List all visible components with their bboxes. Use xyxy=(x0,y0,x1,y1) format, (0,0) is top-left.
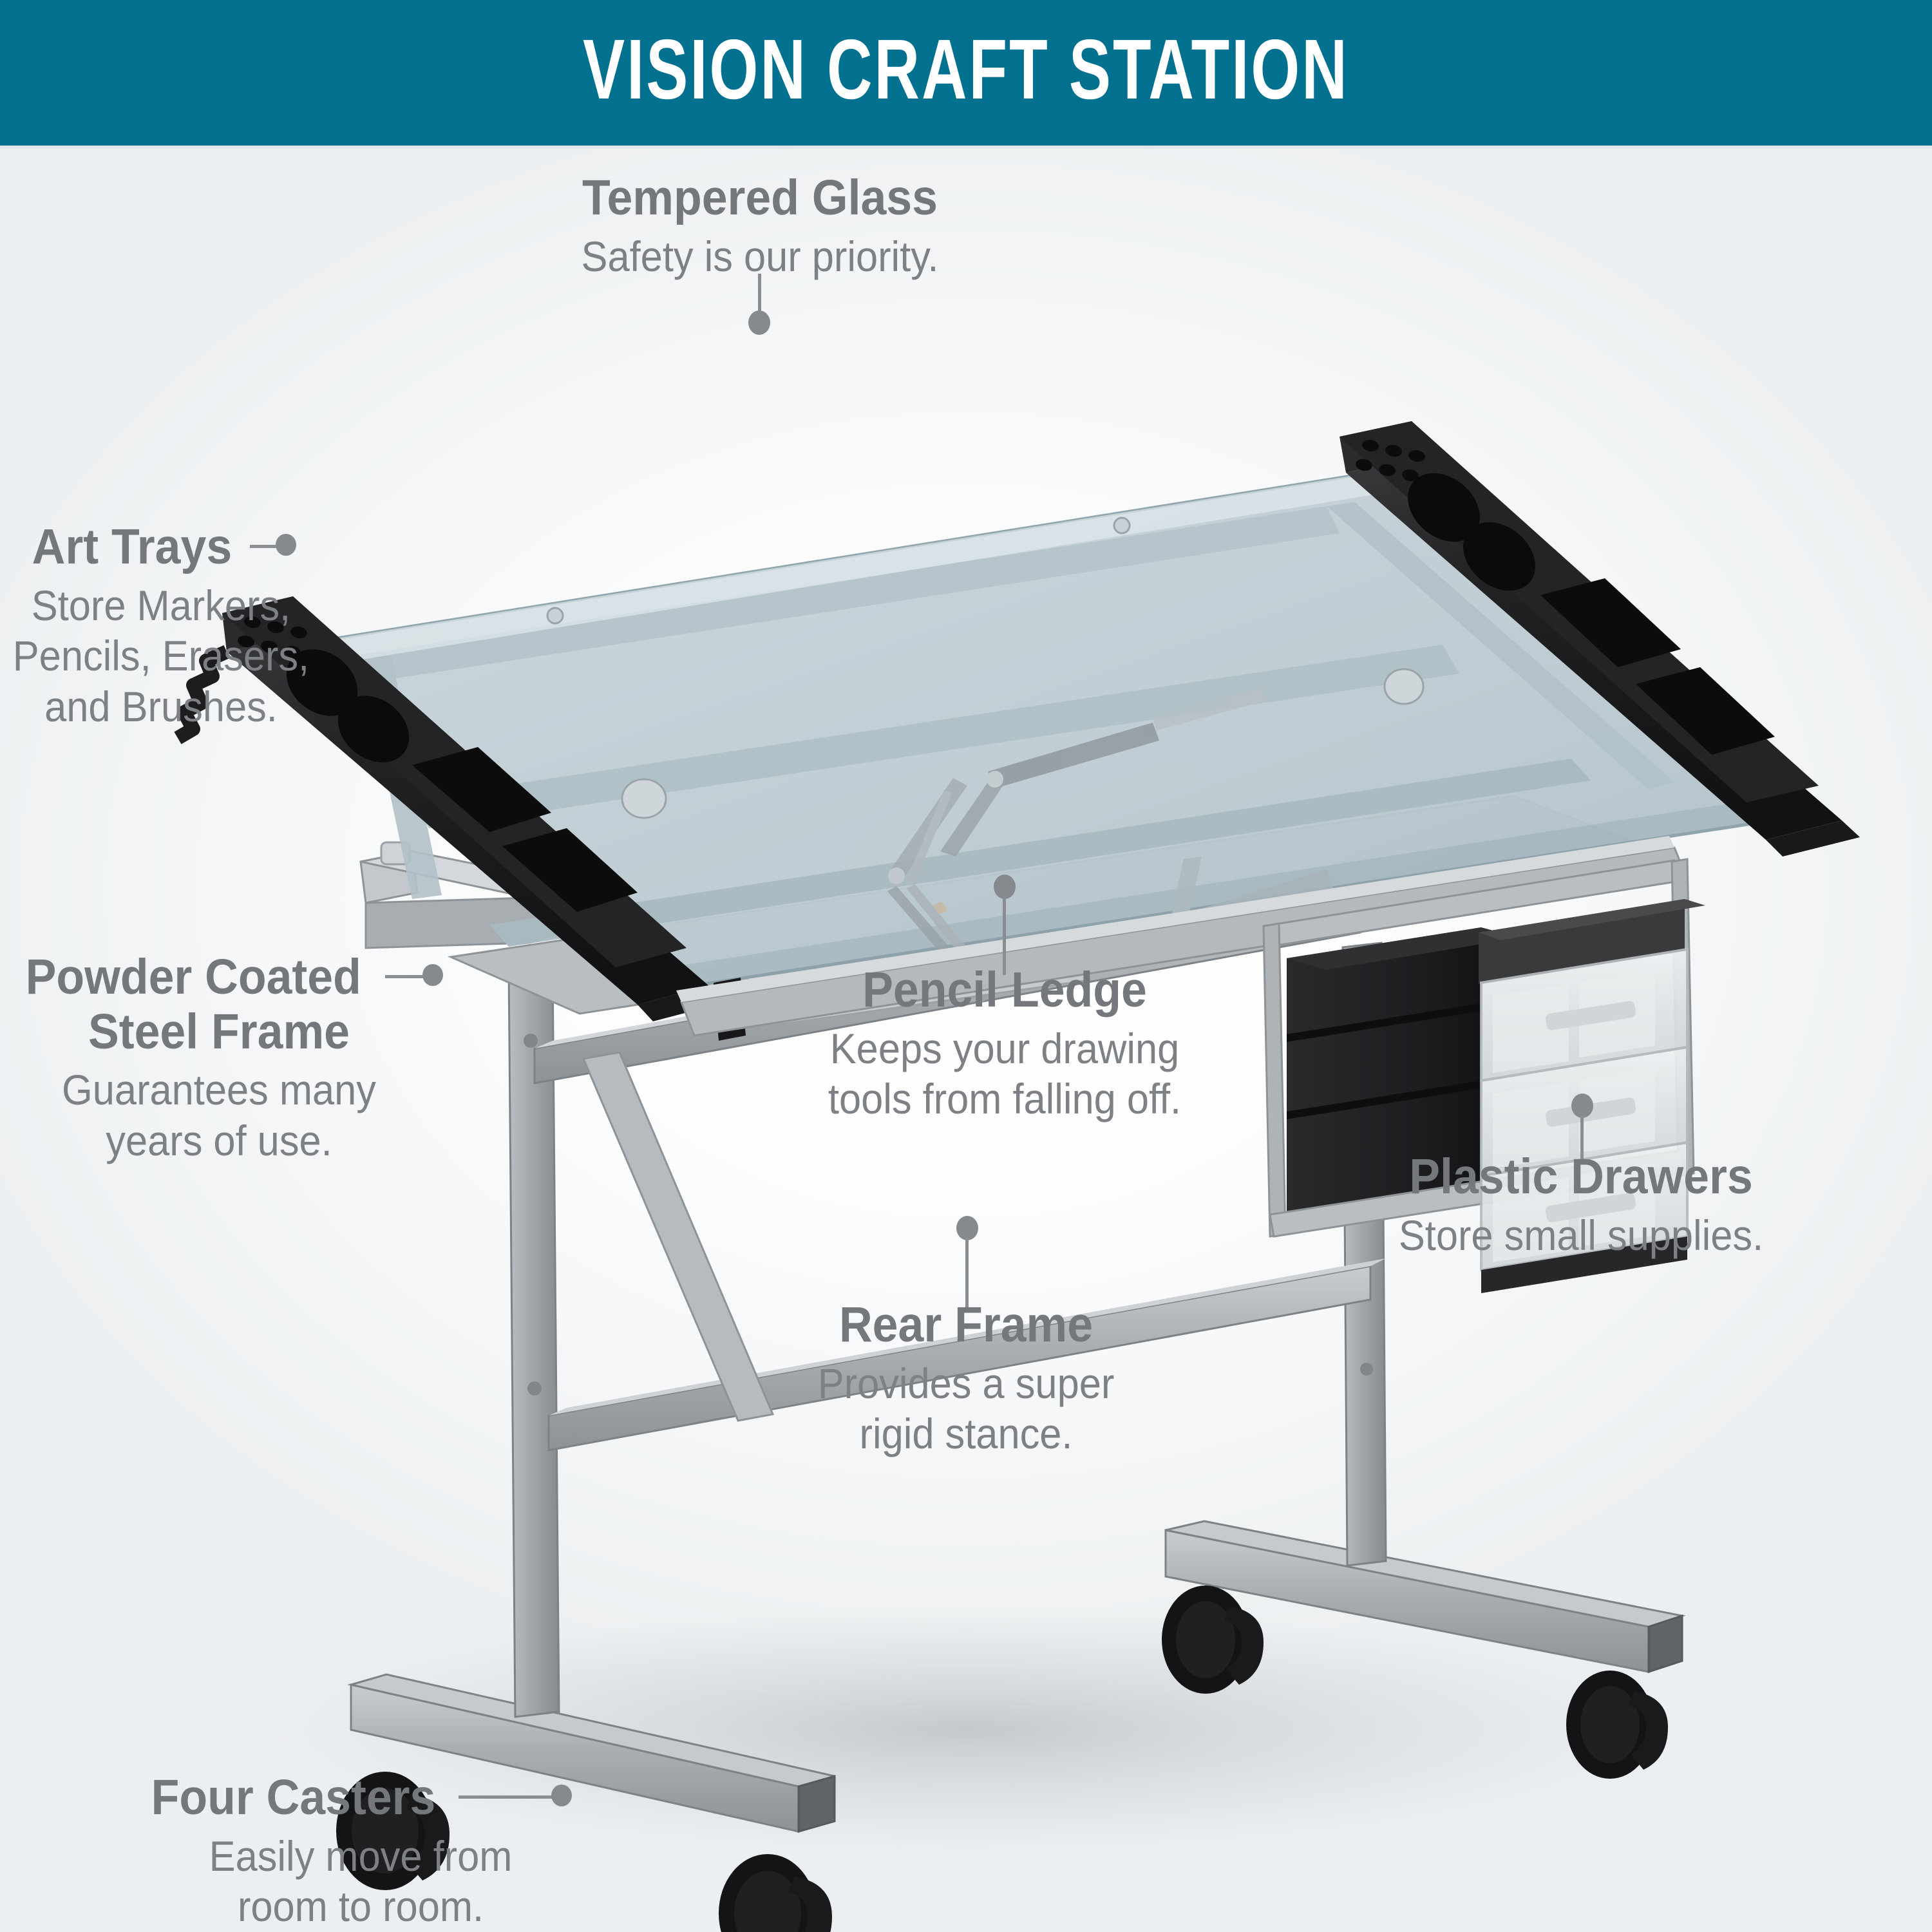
plastic-drawers-unit xyxy=(1262,858,1705,1293)
art-tray-left xyxy=(174,596,726,1021)
callout-body-line: Easily move from xyxy=(209,1832,513,1880)
callout-body-line: rigid stance. xyxy=(859,1410,1073,1458)
tilt-knob-right xyxy=(1383,668,1425,705)
leader-line-pencil-ledge xyxy=(1003,896,1006,975)
leader-line-plastic-drawers xyxy=(1580,1115,1584,1163)
callout-body: Store small supplies. xyxy=(1398,1211,1764,1259)
callout-body: Safety is our priority. xyxy=(581,232,939,280)
tilt-mechanism xyxy=(887,688,1266,1002)
callout-plastic-drawers: Plastic Drawers Store small supplies. xyxy=(1327,1151,1835,1260)
caster-front-left xyxy=(336,1772,450,1890)
callout-title: Pencil Ledge xyxy=(862,962,1147,1018)
header-banner: VISION CRAFT STATION xyxy=(0,0,1932,146)
drawer-handle xyxy=(1545,1193,1636,1222)
leader-dot-tempered-glass xyxy=(748,310,770,335)
callout-four-casters: Four Casters Easily move from room to ro… xyxy=(116,1772,605,1932)
callout-body-line: Provides a super xyxy=(817,1359,1115,1407)
leader-line-tempered-glass xyxy=(758,274,761,314)
callout-body-line: years of use. xyxy=(106,1116,332,1164)
callout-title: Tempered Glass xyxy=(582,170,938,225)
drawer-3 xyxy=(1480,1141,1689,1272)
callout-body-line: Pencils, Erasers, xyxy=(12,632,310,680)
left-leg-assembly xyxy=(347,963,836,1833)
leader-dot-pencil-ledge xyxy=(994,875,1016,899)
page-title: VISION CRAFT STATION xyxy=(583,22,1349,117)
callout-title: Four Casters xyxy=(151,1770,435,1825)
leader-dot-plastic-drawers xyxy=(1571,1094,1593,1118)
tilt-knob-left xyxy=(621,778,667,819)
callout-powder-coated-steel-frame: Powder Coated Steel Frame Guarantees man… xyxy=(13,949,444,1166)
callout-art-trays: Art Trays Store Markers, Pencils, Eraser… xyxy=(0,522,322,732)
leader-line-four-casters xyxy=(459,1795,556,1799)
callout-body-line: Keeps your drawing xyxy=(829,1024,1180,1072)
callout-body-line: tools from falling off. xyxy=(828,1075,1182,1123)
caster-front-right xyxy=(719,1854,832,1932)
leader-dot-four-casters xyxy=(551,1785,573,1807)
tray-cup xyxy=(1463,522,1535,591)
leader-dot-art-trays xyxy=(275,534,296,556)
drawer-handle xyxy=(1545,1001,1636,1030)
callout-title: Plastic Drawers xyxy=(1409,1149,1753,1204)
callout-body-line: Store Markers, xyxy=(31,581,291,629)
caster-rear-left xyxy=(1162,1586,1264,1694)
callout-title-line: Steel Frame xyxy=(88,1003,350,1059)
caster-rear-right xyxy=(1566,1671,1668,1779)
tray-cup xyxy=(337,696,410,762)
tempered-glass-top xyxy=(273,471,1768,1015)
callout-pencil-ledge: Pencil Ledge Keeps your drawing tools fr… xyxy=(753,965,1256,1124)
callout-title: Rear Frame xyxy=(838,1297,1094,1352)
leader-line-rear-frame xyxy=(965,1238,969,1307)
leader-line-art-trays xyxy=(249,545,279,549)
callout-tempered-glass: Tempered Glass Safety is our priority. xyxy=(489,173,1030,281)
callout-body-line: and Brushes. xyxy=(44,682,278,730)
leader-line-powder-coated xyxy=(385,975,427,979)
leader-dot-powder-coated xyxy=(422,964,444,987)
callout-title-line: Powder Coated xyxy=(25,949,361,1005)
callout-rear-frame: Rear Frame Provides a super rigid stance… xyxy=(728,1300,1204,1459)
callout-body-line: Guarantees many xyxy=(62,1066,376,1114)
drawer-1 xyxy=(1480,947,1689,1083)
product-illustration xyxy=(174,421,1860,1932)
leader-dot-rear-frame xyxy=(956,1216,978,1240)
banner-bottom-edge xyxy=(0,146,1932,149)
tray-cup xyxy=(286,649,358,716)
art-tray-right xyxy=(1340,421,1860,857)
right-leg-assembly xyxy=(1164,942,1686,1674)
callout-body-line: room to room. xyxy=(237,1882,484,1931)
callout-title: Art Trays xyxy=(32,519,232,574)
tray-cup xyxy=(1408,473,1480,542)
